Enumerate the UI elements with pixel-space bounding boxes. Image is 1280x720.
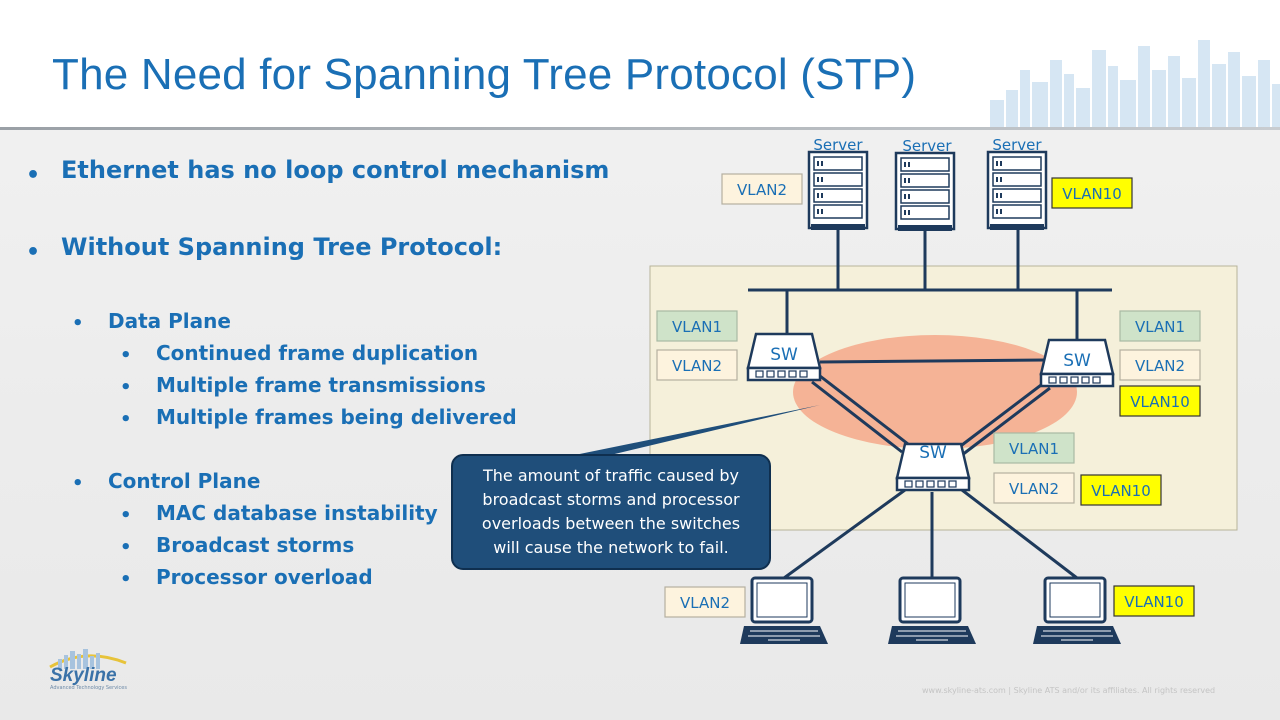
header-divider: [0, 127, 1280, 130]
vlan-tag: [993, 432, 1075, 464]
data-plane-heading: Data Plane: [108, 309, 231, 333]
bullet-ethernet: Ethernet has no loop control mechanism: [61, 156, 610, 184]
server-label: Server: [902, 137, 952, 155]
bullet-without-stp: Without Spanning Tree Protocol:: [61, 233, 503, 261]
vlan-label: VLAN1: [672, 318, 722, 336]
vlan-tag: [656, 310, 738, 342]
laptop-icon: [1031, 576, 1123, 646]
vlan-tag: [1119, 310, 1201, 342]
control-plane-item: Processor overload: [156, 565, 373, 589]
bullet-dot: •: [120, 409, 132, 430]
control-plane-heading: Control Plane: [108, 469, 261, 493]
laptop-icon: [738, 576, 830, 646]
vlan-tag: [1080, 474, 1162, 506]
switch-label: SW: [919, 443, 947, 463]
vlan-label: VLAN10: [1091, 482, 1151, 500]
vlan-label: VLAN10: [1130, 393, 1190, 411]
control-plane-item: Broadcast storms: [156, 533, 355, 557]
data-plane-item: Multiple frame transmissions: [156, 373, 486, 397]
callout-line: will cause the network to fail.: [493, 538, 729, 557]
vlan-tag: [656, 349, 738, 381]
callout-pointer: [560, 405, 820, 458]
bullet-dot: •: [120, 505, 132, 526]
logo-tagline: Advanced Technology Services: [50, 685, 127, 691]
server-icon: [986, 150, 1048, 232]
vlan-label: VLAN2: [1009, 480, 1059, 498]
callout-line: The amount of traffic caused by: [483, 466, 739, 485]
data-plane-item: Continued frame duplication: [156, 341, 479, 365]
vlan-label: VLAN1: [1135, 318, 1185, 336]
control-plane-item: MAC database instability: [156, 501, 438, 525]
bullet-dot: •: [72, 473, 84, 494]
switch-label: SW: [1063, 351, 1091, 371]
server-icon: [807, 150, 869, 232]
callout-line: overloads between the switches: [481, 514, 741, 533]
switch-label: SW: [770, 345, 798, 365]
bullet-dot: •: [120, 377, 132, 398]
page-title: The Need for Spanning Tree Protocol (STP…: [52, 50, 917, 99]
vlan-tag: [664, 586, 746, 618]
bullet-dot: •: [120, 569, 132, 590]
skyline-logo-icon: [49, 649, 127, 669]
logo-name: Skyline: [50, 665, 117, 686]
callout-line: broadcast storms and processor: [482, 490, 740, 509]
vlan-label: VLAN1: [1009, 440, 1059, 458]
laptop-icon: [886, 576, 978, 646]
callout-box: The amount of traffic caused by broadcas…: [451, 454, 771, 570]
vlan-label: VLAN2: [680, 594, 730, 612]
server-label: Server: [813, 136, 863, 154]
vlan-label: VLAN10: [1124, 593, 1184, 611]
data-plane-item: Multiple frames being delivered: [156, 405, 517, 429]
bullet-dot: •: [72, 313, 84, 334]
bullet-dot: •: [120, 537, 132, 558]
vlan-tag: [1119, 349, 1201, 381]
vlan-label: VLAN2: [1135, 357, 1185, 375]
vlan-tag: [1119, 385, 1201, 417]
vlan-tag: [993, 472, 1075, 504]
network-links: [748, 228, 1112, 580]
vlan-tag: [721, 173, 803, 205]
vlan-label: VLAN2: [737, 181, 787, 199]
vlan-label: VLAN2: [672, 357, 722, 375]
server-icon: [894, 151, 956, 233]
vlan-tag: [1113, 585, 1195, 617]
bullet-dot: •: [120, 345, 132, 366]
city-skyline-graphic: [990, 40, 1280, 130]
server-label: Server: [992, 136, 1042, 154]
vlan-label: VLAN10: [1062, 185, 1122, 203]
bullet-dot: •: [26, 240, 41, 265]
bullet-dot: •: [26, 163, 41, 188]
footer-copyright: www.skyline-ats.com | Skyline ATS and/or…: [922, 686, 1216, 695]
broadcast-storm-highlight: [793, 335, 1077, 449]
vlan-tag: [1051, 177, 1133, 209]
